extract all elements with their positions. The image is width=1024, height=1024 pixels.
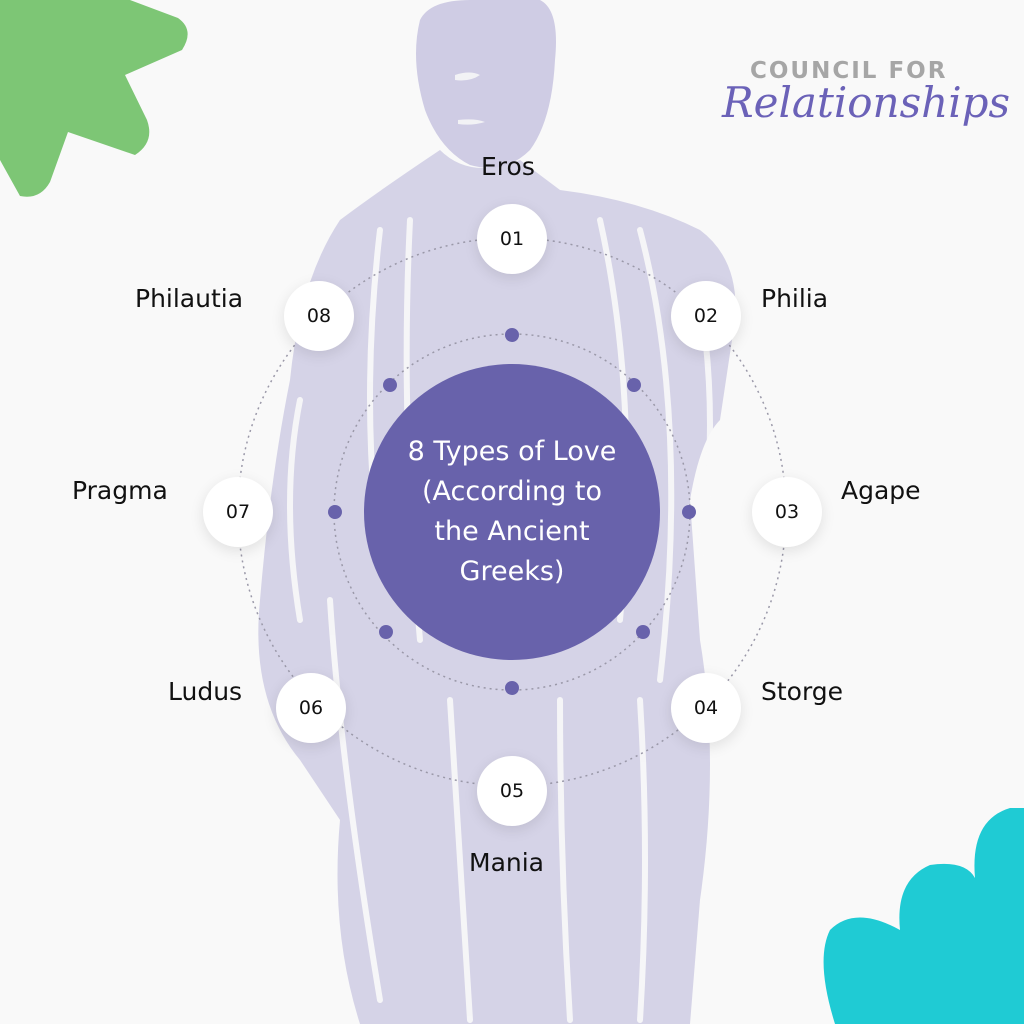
logo-line-1: COUNCIL FOR [750, 58, 948, 84]
item-label-storge: Storge [761, 677, 844, 706]
item-label-pragma: Pragma [72, 476, 168, 505]
center-title-disc: 8 Types of Love (According to the Ancien… [364, 364, 660, 660]
item-label-philautia: Philautia [135, 284, 244, 313]
logo-line-2: Relationships [722, 78, 1011, 127]
item-number-circle-01: 01 [477, 204, 547, 274]
item-label-mania: Mania [469, 848, 544, 877]
center-title: 8 Types of Love (According to the Ancien… [407, 436, 617, 587]
item-number-circle-03: 03 [752, 477, 822, 547]
item-number-circle-06: 06 [276, 673, 346, 743]
council-for-relationships-logo: COUNCIL FOR Relationships [722, 58, 1011, 127]
item-label-eros: Eros [481, 152, 535, 181]
item-number-circle-02: 02 [671, 281, 741, 351]
item-number-circle-07: 07 [203, 477, 273, 547]
item-label-ludus: Ludus [168, 677, 243, 706]
item-number-circle-08: 08 [284, 281, 354, 351]
item-number-circle-05: 05 [477, 756, 547, 826]
item-label-agape: Agape [841, 476, 921, 505]
item-number-circle-04: 04 [671, 673, 741, 743]
inner-dots [328, 328, 696, 695]
item-label-philia: Philia [761, 284, 829, 313]
